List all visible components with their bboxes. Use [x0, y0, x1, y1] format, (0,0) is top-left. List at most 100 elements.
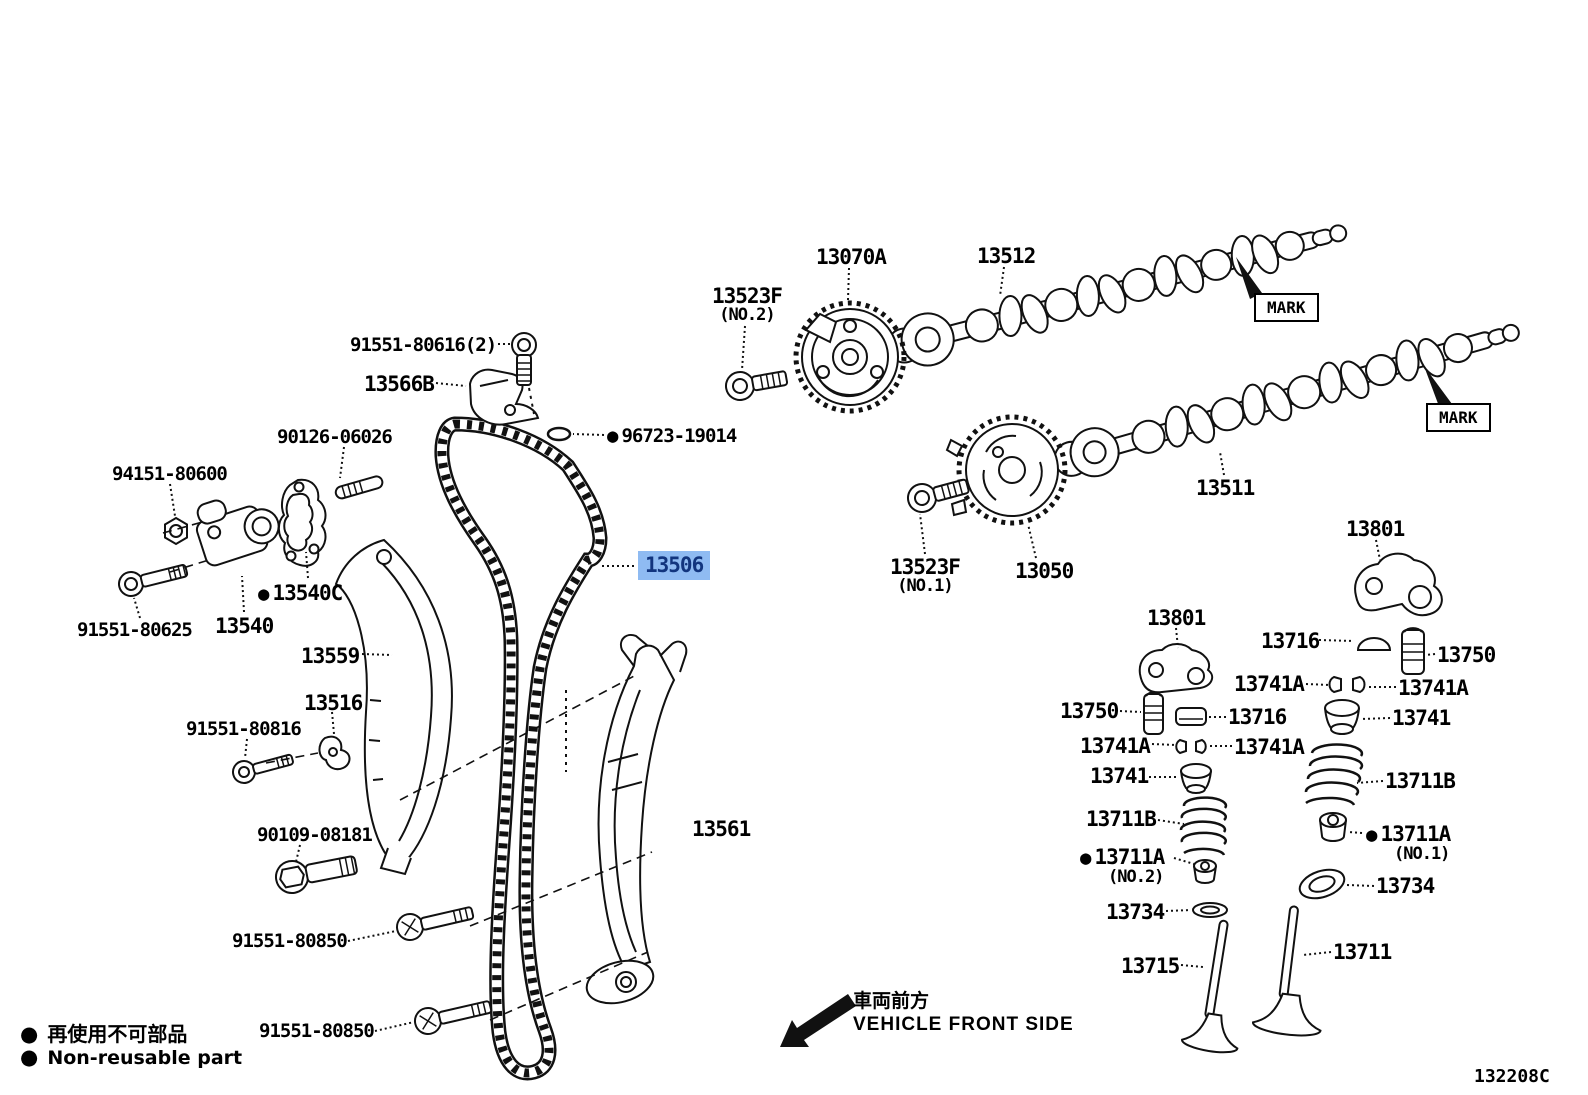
vehicle-front-label-jp: 車両前方 — [853, 990, 930, 1012]
part-label-13734-right[interactable]: 13734 — [1376, 874, 1435, 898]
part-label-13711b-left[interactable]: 13711B — [1086, 807, 1157, 831]
part-label-13711b-right[interactable]: 13711B — [1385, 769, 1456, 793]
vehicle-front-arrow — [780, 994, 856, 1047]
part-label-13511[interactable]: 13511 — [1196, 476, 1255, 500]
part-label-13750-left[interactable]: 13750 — [1060, 699, 1119, 723]
part-label-13741a-row1-left[interactable]: 13741A — [1234, 672, 1305, 696]
legend-non-reusable-en: ●Non-reusable part — [20, 1045, 243, 1069]
construction-dotted — [528, 387, 567, 772]
legend-non-reusable-jp: ●再使用不可部品 — [20, 1022, 188, 1046]
lash-adjuster-13750-left-drawing — [1143, 691, 1164, 735]
non-reusable-bullet: ● — [258, 583, 269, 605]
part-label-13540[interactable]: 13540 — [215, 614, 274, 638]
part-number: 13711A — [1094, 845, 1165, 869]
chain-guide-13561-drawing — [585, 634, 688, 1005]
part-label-90126-06026[interactable]: 90126-06026 — [277, 426, 393, 448]
camshaft-sprocket-13050-drawing — [945, 414, 1068, 526]
part-label-13734-left[interactable]: 13734 — [1106, 900, 1165, 924]
part-label-13506-highlighted[interactable]: 13506 — [638, 551, 711, 581]
part-note: (NO.1) — [1394, 843, 1450, 864]
vehicle-front-label-en: VEHICLE FRONT SIDE — [853, 1014, 1074, 1035]
exhaust-valve-13715-drawing — [1181, 919, 1239, 1054]
part-label-91551-80850-b[interactable]: 91551-80850 — [259, 1020, 375, 1042]
spring-retainer-13741-right-drawing — [1324, 699, 1360, 735]
bolt-90109-08181-drawing — [275, 855, 358, 894]
part-label-13559[interactable]: 13559 — [301, 644, 360, 668]
part-number: 13523F — [712, 284, 783, 308]
part-label-13512[interactable]: 13512 — [977, 244, 1036, 268]
bolt-91551-80850-a-drawing — [396, 906, 475, 941]
part-label-91551-80625[interactable]: 91551-80625 — [77, 619, 193, 641]
stud-90126-06026-drawing — [334, 475, 384, 500]
part-label-13516[interactable]: 13516 — [304, 691, 363, 715]
part-label-13801-right[interactable]: 13801 — [1346, 517, 1405, 541]
part-label-13523f-no2[interactable]: 13523F (NO.2) — [712, 284, 783, 325]
valve-seal-13711a-no1-drawing — [1319, 812, 1347, 842]
bolt-13523f-no1-drawing — [907, 478, 970, 513]
o-ring-96723-drawing — [546, 426, 572, 442]
lash-adjuster-13750-right-drawing — [1401, 627, 1425, 675]
part-label-13801-left[interactable]: 13801 — [1147, 606, 1206, 630]
part-label-13750-right[interactable]: 13750 — [1437, 643, 1496, 667]
mark-arrow-top — [1236, 257, 1262, 299]
part-label-13540c[interactable]: ●13540C — [258, 581, 343, 605]
part-label-13716-upper[interactable]: 13716 — [1261, 629, 1320, 653]
bolt-91551-80850-b-drawing — [414, 1000, 493, 1035]
part-label-13716-lower[interactable]: 13716 — [1228, 705, 1287, 729]
part-label-13715[interactable]: 13715 — [1121, 954, 1180, 978]
retainer-lock-13741a-row1-drawing — [1328, 675, 1366, 694]
mark-annotation-top: MARK — [1254, 293, 1319, 322]
spring-seat-13734-right-drawing — [1298, 868, 1346, 900]
retainer-lock-13741a-row2-drawing — [1175, 738, 1207, 755]
part-number: 96723-19014 — [621, 425, 737, 447]
part-label-96723-19014[interactable]: ●96723-19014 — [607, 425, 737, 447]
part-label-13711a-no2[interactable]: ●13711A (NO.2) — [1080, 845, 1165, 887]
valve-cap-13716-lower-drawing — [1175, 707, 1207, 726]
part-label-90109-08181[interactable]: 90109-08181 — [257, 824, 373, 846]
part-note: (NO.2) — [1108, 866, 1164, 887]
chain-guide-13559-drawing — [334, 538, 453, 876]
non-reusable-bullet: ● — [1080, 847, 1091, 869]
rocker-arm-13801-left-drawing — [1138, 643, 1214, 694]
non-reusable-bullet: ● — [20, 1022, 39, 1046]
part-label-13741-right[interactable]: 13741 — [1392, 706, 1451, 730]
part-label-91551-80850-a[interactable]: 91551-80850 — [232, 930, 348, 952]
mark-annotation-bottom: MARK — [1426, 403, 1491, 432]
non-reusable-bullet: ● — [20, 1045, 39, 1069]
intake-valve-13711-drawing — [1251, 905, 1322, 1037]
part-label-13050[interactable]: 13050 — [1015, 559, 1074, 583]
part-number: 13523F — [890, 555, 961, 579]
bolt-91551-80625-drawing — [118, 564, 189, 597]
vvt-gear-13070a-drawing — [793, 300, 907, 414]
mark-arrow-bottom — [1424, 366, 1452, 409]
part-label-13741-left[interactable]: 13741 — [1090, 764, 1149, 788]
part-label-13070a[interactable]: 13070A — [816, 245, 887, 269]
part-label-91551-80616[interactable]: 91551-80616(2) — [350, 334, 497, 356]
camshaft-13512-drawing — [886, 224, 1348, 367]
valve-spring-13711b-left-drawing — [1179, 796, 1228, 856]
part-label-13741a-row2-right[interactable]: 13741A — [1234, 735, 1305, 759]
part-label-13741a-row1-right[interactable]: 13741A — [1398, 676, 1469, 700]
valve-cap-13716-upper-drawing — [1356, 637, 1392, 651]
construction-lines — [162, 520, 653, 1021]
part-label-13561[interactable]: 13561 — [692, 817, 751, 841]
part-label-13523f-no1[interactable]: 13523F (NO.1) — [890, 555, 961, 597]
part-label-13566b[interactable]: 13566B — [364, 372, 435, 396]
part-label-94151-80600[interactable]: 94151-80600 — [112, 463, 228, 485]
part-label-13741a-row2-left[interactable]: 13741A — [1080, 734, 1151, 758]
valve-seal-13711a-no2-drawing — [1193, 859, 1217, 884]
rocker-arm-13801-right-drawing — [1354, 552, 1443, 617]
part-label-13711[interactable]: 13711 — [1333, 940, 1392, 964]
part-label-13711a-no1[interactable]: ●13711A (NO.1) — [1366, 822, 1451, 864]
part-label-91551-80816[interactable]: 91551-80816 — [186, 718, 302, 740]
part-number: 13711A — [1380, 822, 1451, 846]
bolt-91551-80616-drawing — [511, 332, 537, 386]
camshaft-13511-drawing — [1053, 323, 1520, 478]
bolt-91551-80816-drawing — [232, 753, 294, 784]
non-reusable-bullet: ● — [607, 425, 618, 447]
timing-chain-13506-drawing — [434, 416, 608, 1081]
leader-lines — [133, 266, 1436, 1032]
part-number: 13540C — [272, 581, 343, 605]
part-note: (NO.1) — [897, 576, 953, 597]
